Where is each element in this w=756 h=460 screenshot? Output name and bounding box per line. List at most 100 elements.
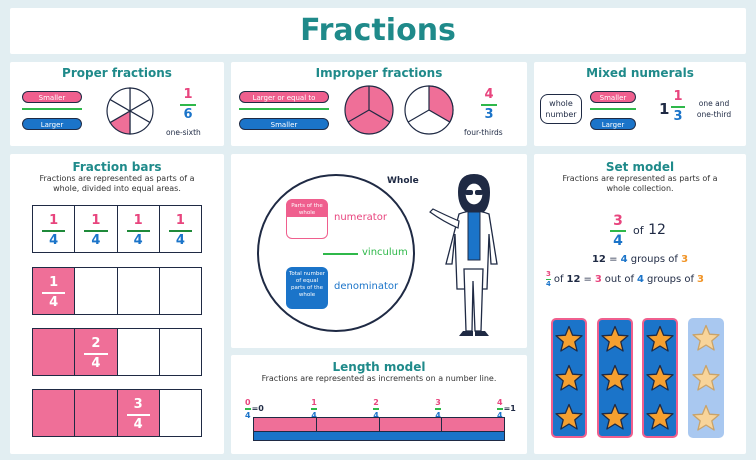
bar-denominator: 4: [91, 233, 101, 248]
improper-numerator: 4: [484, 87, 494, 102]
star-icon: [692, 404, 720, 431]
mixed-whole: 1: [659, 100, 670, 118]
set-numerator: 3: [613, 213, 623, 229]
bar-numerator: 1: [91, 213, 101, 228]
tick-3: 3 4: [435, 398, 441, 420]
set-of-word: of: [633, 224, 644, 237]
set-denominator: 4: [613, 233, 623, 249]
star-group-3: [642, 318, 678, 438]
improper-caption: four-thirds: [464, 128, 503, 137]
tick-denominator: 4: [435, 410, 441, 420]
bar-cell: [75, 268, 118, 314]
tick-suffix: =0: [251, 404, 264, 414]
set-equation-2: 3 4 of 12 = 3 out of 4 groups of 3: [546, 271, 704, 288]
set-description: Fractions are represented as parts of a …: [562, 174, 718, 193]
improper-fraction-line: [481, 104, 497, 106]
tick-4: 4 4 =1: [497, 398, 516, 420]
star-icon: [555, 326, 583, 352]
star-icon: [555, 403, 583, 430]
eq-value: 3: [594, 274, 602, 285]
eq-value: 4: [637, 274, 644, 285]
bar-cell: [160, 390, 201, 436]
tick-denominator: 4: [373, 410, 379, 420]
bar-denominator: 4: [133, 233, 143, 248]
teacher-illustration: [429, 174, 498, 336]
set-of-total: of 12: [633, 222, 666, 238]
tick-2: 2 4: [373, 398, 379, 420]
proper-fraction-line: [180, 104, 196, 106]
star-icon: [692, 324, 720, 351]
star-icon: [601, 403, 629, 430]
proper-fractions-card: Proper fractions Smaller Larger 1 6 one-…: [10, 62, 224, 146]
page-title: Fractions: [300, 13, 456, 48]
vinculum-label: vinculum: [362, 247, 408, 258]
bar-denominator: 4: [49, 233, 59, 248]
eq-text: groups of: [646, 274, 695, 285]
proper-fraction: 1 6: [180, 88, 196, 122]
mixed-numerator: 1: [673, 89, 683, 104]
mixed-smaller-pill: Smaller: [590, 91, 636, 103]
whole-number-box: whole number: [540, 94, 582, 124]
set-equation-1: 12 = 4 groups of 3: [534, 254, 746, 265]
star-icon: [646, 326, 674, 352]
bar-numerator: 1: [175, 213, 185, 228]
bar-numerator: 3: [133, 397, 143, 412]
title-card: Fractions: [10, 8, 746, 54]
bar-denominator: 4: [175, 233, 185, 248]
bar-cell: [118, 268, 160, 314]
star-group-4: [688, 318, 724, 438]
bar-cell-shaded: [33, 329, 76, 375]
tick-denominator: 4: [245, 410, 251, 420]
eq-value: 3: [697, 274, 705, 285]
vinculum-line: [323, 253, 358, 255]
length-description: Fractions are represented as increments …: [261, 374, 497, 383]
eq-value: 4: [620, 254, 628, 265]
bars-heading: Fraction bars: [72, 160, 162, 174]
set-fraction: 3 4: [610, 214, 626, 248]
proper-heading: Proper fractions: [62, 66, 172, 80]
numerator-label: numerator: [334, 212, 387, 223]
mixed-caption: one and one-third: [696, 99, 732, 119]
proper-pie: [106, 87, 154, 135]
eq-value: 12: [566, 274, 581, 285]
tick-denominator: 4: [311, 410, 317, 420]
bar-numerator: 1: [49, 213, 59, 228]
tick-denominator: 4: [497, 410, 503, 420]
star-group-1: [551, 318, 587, 438]
set-total: 12: [648, 222, 666, 238]
star-icon: [646, 364, 674, 391]
set-heading: Set model: [605, 160, 675, 174]
eq-text: out of: [604, 274, 634, 285]
eq-numerator: 3: [546, 270, 551, 278]
tick-suffix: =1: [503, 404, 516, 414]
mixed-denominator: 3: [673, 109, 683, 124]
star-icon: [601, 326, 629, 352]
proper-smaller-pill: Smaller: [22, 91, 82, 103]
star-icon: [692, 364, 720, 391]
eq-sign: =: [609, 254, 618, 265]
length-heading: Length model: [332, 360, 426, 374]
tick-0: 0 4 =0: [245, 398, 264, 420]
length-model-card: Length model Fractions are represented a…: [231, 355, 527, 454]
bar-cell-shaded: [75, 390, 118, 436]
tick-numerator: 1: [311, 398, 317, 407]
star-group-2: [597, 318, 633, 438]
improper-larger-pill: Larger or equal to: [239, 91, 329, 103]
bar-cell-shaded: [33, 390, 76, 436]
tick-numerator: 3: [435, 398, 441, 407]
eq-value: 3: [681, 254, 689, 265]
improper-fractions-card: Improper fractions Larger or equal to Sm…: [231, 62, 527, 146]
tick-numerator: 4: [497, 398, 503, 407]
improper-pie-full: [344, 85, 394, 135]
eq-text: groups of: [630, 254, 678, 265]
improper-denominator: 3: [484, 107, 494, 122]
bar-cell: [160, 268, 201, 314]
